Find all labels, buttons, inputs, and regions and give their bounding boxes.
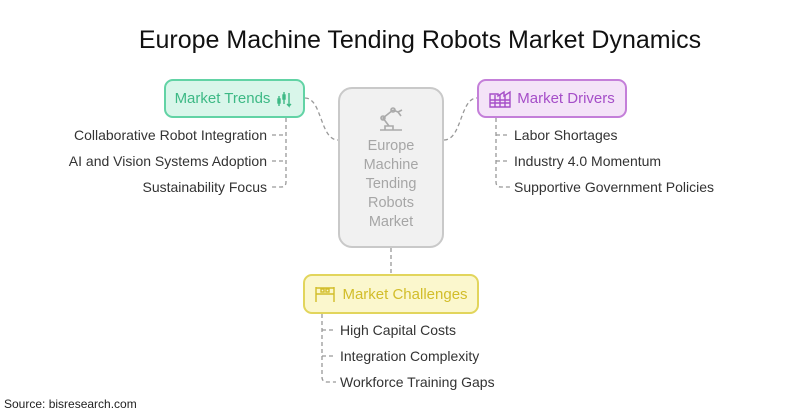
market-challenges-label: Market Challenges	[342, 285, 468, 303]
market-trends-box: Market Trends	[164, 79, 305, 118]
market-drivers-box: Market Drivers	[477, 79, 627, 118]
central-topic-box: Europe Machine Tending Robots Market	[338, 87, 444, 248]
trend-item: Collaborative Robot Integration	[73, 127, 267, 143]
robot-arm-icon	[380, 107, 403, 131]
barrier-icon	[315, 287, 336, 302]
center-line: Tending	[365, 176, 417, 192]
driver-item: Supportive Government Policies	[514, 179, 714, 195]
driver-item: Labor Shortages	[514, 127, 618, 143]
driver-item: Industry 4.0 Momentum	[514, 153, 662, 169]
center-line: Europe	[367, 138, 415, 154]
factory-grid-icon	[489, 90, 511, 108]
page-title: Europe Machine Tending Robots Market Dyn…	[138, 26, 702, 54]
source-note: Source: bisresearch.com	[4, 397, 137, 411]
challenge-item: Integration Complexity	[340, 348, 480, 364]
center-line: Robots	[368, 195, 414, 211]
candlestick-chart-icon	[277, 91, 292, 108]
challenge-item: High Capital Costs	[340, 322, 456, 338]
center-line: Machine	[363, 157, 419, 173]
trend-item: AI and Vision Systems Adoption	[68, 153, 267, 169]
market-drivers-label: Market Drivers	[517, 90, 615, 107]
market-trends-label: Market Trends	[174, 90, 271, 107]
market-challenges-box: Market Challenges	[303, 274, 479, 314]
center-line: Market	[368, 214, 414, 230]
trend-item: Sustainability Focus	[142, 179, 267, 195]
challenge-item: Workforce Training Gaps	[340, 374, 495, 390]
